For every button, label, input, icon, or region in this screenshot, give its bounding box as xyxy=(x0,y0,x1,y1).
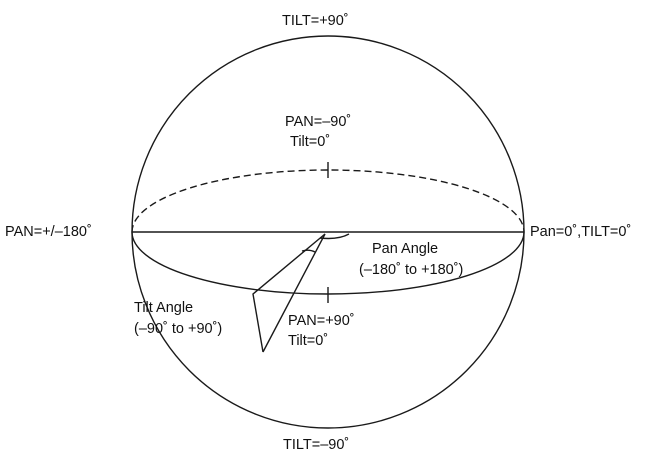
label-pan-plus90: PAN=+90˚ xyxy=(288,313,355,329)
label-tilt-angle: Tilt Angle xyxy=(134,300,194,316)
label-tilt-minus90: TILT=–90˚ xyxy=(283,437,350,453)
tilt-projection-line xyxy=(252,233,326,353)
tilt-ray xyxy=(262,233,326,353)
label-tilt0-front: Tilt=0˚ xyxy=(288,333,329,349)
label-pan-angle: Pan Angle xyxy=(372,241,439,257)
label-pan-range: (–180˚ to +180˚) xyxy=(359,262,464,278)
equator-front xyxy=(131,231,525,295)
label-pan0-tilt0: Pan=0˚,TILT=0˚ xyxy=(530,224,632,240)
label-tilt0-back: Tilt=0˚ xyxy=(290,134,331,150)
equator-back-dashed xyxy=(131,169,525,233)
tilt-angle-arc xyxy=(301,249,316,253)
label-pan-180: PAN=+/–180˚ xyxy=(5,224,92,240)
label-pan-minus90: PAN=–90˚ xyxy=(285,114,352,130)
label-tilt-range: (–90˚ to +90˚) xyxy=(134,321,223,337)
label-tilt-plus90: TILT=+90˚ xyxy=(282,13,349,29)
